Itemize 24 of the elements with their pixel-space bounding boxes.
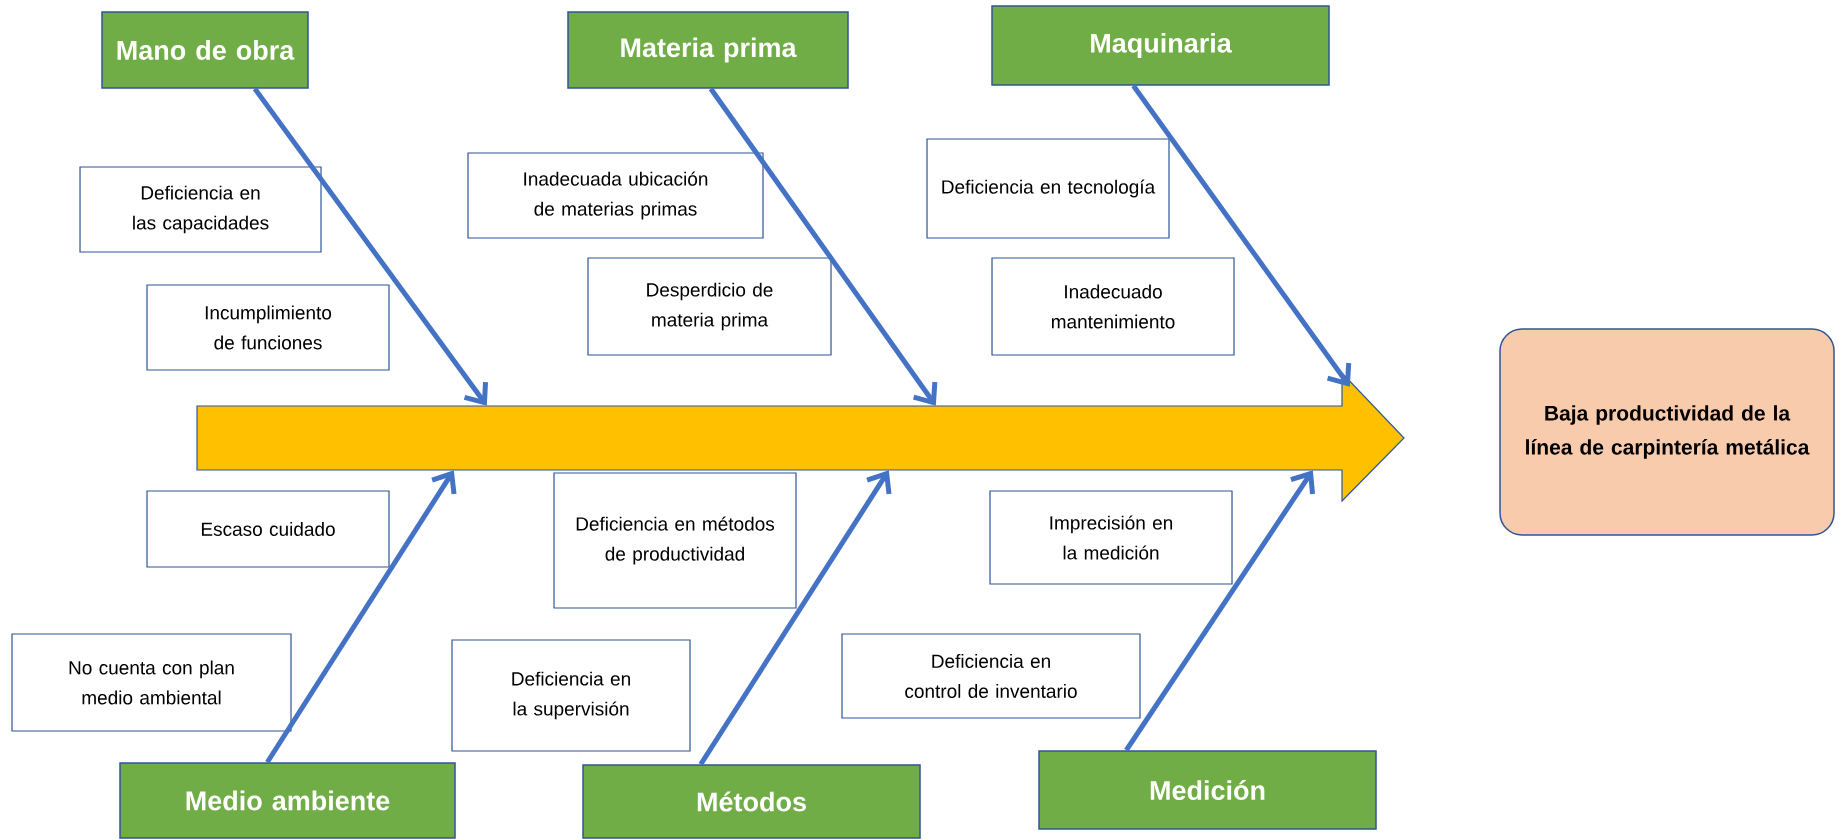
cause-box: Incumplimiento de funciones (146, 284, 390, 371)
category-box: Medio ambiente (119, 762, 456, 839)
cause-box: Desperdicio de materia prima (587, 257, 832, 356)
cause-box: Escaso cuidado (146, 490, 390, 568)
cause-box: Deficiencia en tecnología (926, 138, 1170, 239)
cause-box: Deficiencia en control de inventario (841, 633, 1141, 719)
cause-box: Deficiencia en la supervisión (451, 639, 691, 752)
category-box: Métodos (582, 764, 921, 839)
arrow (1124, 470, 1316, 752)
category-box: Maquinaria (991, 5, 1330, 86)
category-box: Mano de obra (101, 11, 309, 89)
effect-box: Baja productividad de la línea de carpintería metálica (1499, 328, 1835, 536)
category-box: Medición (1038, 750, 1377, 830)
arrow (708, 87, 938, 406)
cause-box: Inadecuada ubicación de materias primas (467, 152, 764, 239)
arrow (252, 87, 488, 406)
arrow (265, 470, 457, 764)
cause-box: Imprecisión en la medición (989, 490, 1233, 585)
arrow (1131, 84, 1352, 387)
cause-box: Inadecuado mantenimiento (991, 257, 1235, 356)
cause-box: Deficiencia en métodos de productividad (553, 472, 797, 609)
cause-box: No cuenta con plan medio ambiental (11, 633, 292, 732)
category-box: Materia prima (567, 11, 849, 89)
cause-box: Deficiencia en las capacidades (79, 166, 322, 253)
